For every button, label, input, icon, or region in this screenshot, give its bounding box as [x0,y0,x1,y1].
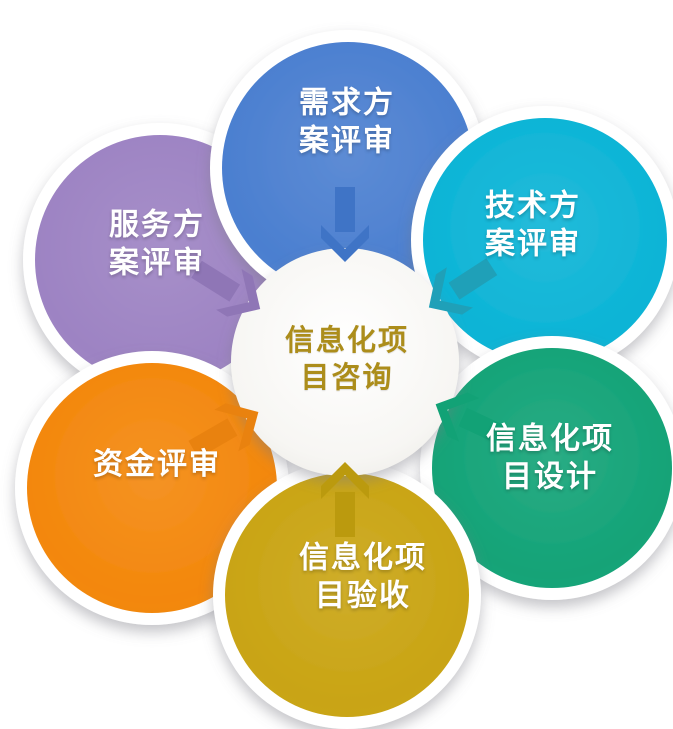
label-line: 信息化项 [284,324,410,357]
arrow-from-service-icon [191,260,261,317]
arrow-from-requirement-icon [321,187,369,262]
label-line: 目设计 [502,461,598,494]
label-line: 技术方 [485,189,581,223]
arrow-from-acceptance-icon [321,462,369,537]
circle-center-consulting [231,248,459,476]
label-service-plan-review: 服务方 案评审 [109,207,205,284]
label-requirement-plan-review: 需求方 案评审 [299,85,395,162]
circle-technical-plan-review [411,106,673,374]
label-line: 案评审 [299,125,395,158]
label-line: 案评审 [485,228,581,261]
label-center-consulting: 信息化项 目咨询 [285,323,409,397]
circle-information-project-design [420,336,673,600]
label-line: 服务方 [109,208,205,242]
label-line: 资金评审 [93,447,221,481]
arrow-from-technical-icon [428,258,498,315]
circle-information-project-acceptance [213,461,481,729]
label-information-project-design: 信息化项 目设计 [486,421,614,498]
label-line: 目咨询 [300,362,394,394]
label-line: 目验收 [315,580,411,613]
label-line: 信息化项 [486,422,614,456]
label-line: 案评审 [109,247,205,280]
label-information-project-acceptance: 信息化项 目验收 [299,540,427,617]
label-technical-plan-review: 技术方 案评审 [485,188,581,265]
label-line: 需求方 [299,86,395,120]
arrow-from-design-icon [435,392,508,446]
label-line: 信息化项 [299,541,427,575]
label-funding-review: 资金评审 [93,446,221,484]
arrow-from-funding-icon [188,403,259,459]
